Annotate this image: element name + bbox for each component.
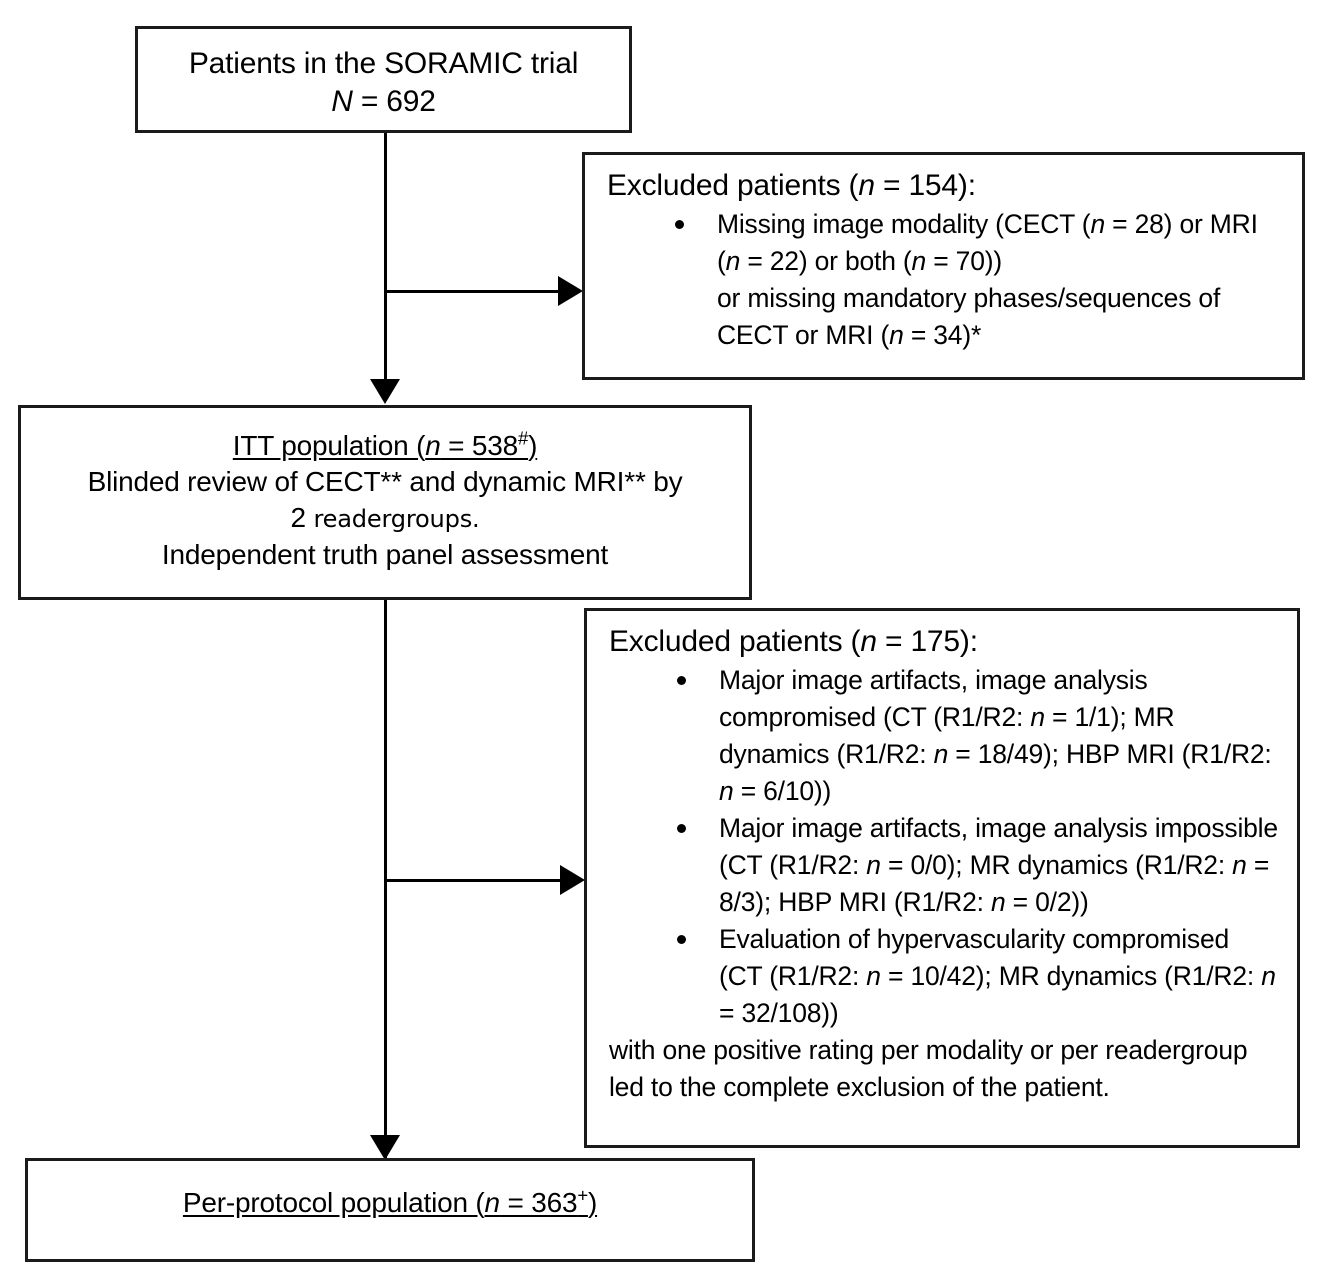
pp-tn: n <box>484 1187 501 1218</box>
list-item: Missing image modality (CECT (n = 28) or… <box>659 206 1284 354</box>
node-itt-line2: Blinded review of CECT** and dynamic MRI… <box>87 466 683 497</box>
b1-p0: Missing image modality (CECT ( <box>717 209 1091 239</box>
connector-enrolled-to-excluded1-line <box>385 290 560 293</box>
node-excluded2-heading-prefix: Excluded patients ( <box>609 625 861 658</box>
b1-p4: = 22) or both ( <box>740 246 912 276</box>
node-itt-box: ITT population (n = 538#) Blinded review… <box>18 405 752 600</box>
b1-p5: n <box>911 246 927 276</box>
node-excluded2-bullet1-text: Major image artifacts, image analysis co… <box>719 665 1272 806</box>
node-excluded2-footer: with one positive rating per modality or… <box>609 1035 1248 1102</box>
node-excluded1-heading: Excluded patients (n = 154): <box>607 167 1284 205</box>
node-excluded1-bullet1-line2: or missing mandatory phases/sequences of… <box>717 280 1284 354</box>
bullet-dot-icon <box>677 935 686 944</box>
b1-l2n: n <box>889 320 904 350</box>
node-perprotocol-title: Per-protocol population (n = 363+) <box>28 1185 752 1221</box>
itt-tn: n <box>425 430 441 461</box>
pp-tc: ) <box>587 1187 598 1218</box>
b1-l2s: = 34)* <box>903 320 982 350</box>
node-excluded2-box: Excluded patients (n = 175): Major image… <box>584 608 1300 1148</box>
node-excluded1-heading-n: n <box>858 169 875 202</box>
itt-l3num: 2 <box>290 502 314 533</box>
node-perprotocol-box: Per-protocol population (n = 363+) <box>25 1158 755 1262</box>
node-excluded2-heading: Excluded patients (n = 175): <box>609 623 1279 661</box>
connector-enrolled-to-itt-arrowhead <box>370 379 400 404</box>
node-enrolled-n-symbol: N <box>331 85 353 118</box>
b1-p1: n <box>1090 209 1105 239</box>
node-perprotocol-title-underlined: Per-protocol population (n = 363+) <box>182 1184 598 1218</box>
itt-tsup: # <box>518 427 529 449</box>
b1-l2: or missing mandatory phases/sequences of… <box>717 283 1221 350</box>
connector-itt-to-excluded2-arrowhead <box>560 865 585 895</box>
itt-l3alt: readergroups. <box>313 505 480 533</box>
connector-itt-to-perprotocol-arrowhead <box>370 1135 400 1160</box>
node-enrolled-line1: Patients in the SORAMIC trial <box>188 47 579 80</box>
node-itt-title: ITT population (n = 538#) <box>21 428 749 464</box>
node-excluded2-heading-suffix: = 175): <box>876 625 978 658</box>
node-enrolled-box: Patients in the SORAMIC trial N = 692 <box>135 26 632 133</box>
node-excluded1-heading-prefix: Excluded patients ( <box>607 169 859 202</box>
b1-p3: n <box>725 246 741 276</box>
list-item: Major image artifacts, image analysis co… <box>661 662 1279 810</box>
list-item: Major image artifacts, image analysis im… <box>661 810 1279 921</box>
node-itt-title-underlined: ITT population (n = 538#) <box>232 427 538 461</box>
itt-tc: ) <box>528 430 538 461</box>
node-excluded1-bullet1-text: Missing image modality (CECT (n = 28) or… <box>717 209 1258 276</box>
itt-tp: ITT population ( <box>232 430 426 461</box>
node-itt-line4: Independent truth panel assessment <box>161 539 609 570</box>
node-itt-line3: 2 readergroups. <box>21 500 749 537</box>
connector-enrolled-to-itt-line <box>384 133 387 381</box>
b1-p6: = 70)) <box>926 246 1003 276</box>
node-excluded2-bullet2-text: Major image artifacts, image analysis im… <box>719 813 1278 917</box>
node-excluded2-bullet-list: Major image artifacts, image analysis co… <box>609 662 1279 1032</box>
node-enrolled-n-value: = 692 <box>352 85 436 118</box>
node-excluded1-bullet-list: Missing image modality (CECT (n = 28) or… <box>607 206 1284 354</box>
itt-ts: = 538 <box>440 430 518 461</box>
pp-ts: = 363 <box>499 1187 578 1218</box>
b1-p2: = 28) or MRI ( <box>717 209 1258 276</box>
node-enrolled-count: N = 692 <box>138 83 629 121</box>
node-excluded1-heading-suffix: = 154): <box>874 169 976 202</box>
bullet-dot-icon <box>675 220 684 229</box>
pp-tsup: + <box>577 1184 588 1206</box>
list-item: Evaluation of hypervascularity compromis… <box>661 921 1279 1032</box>
bullet-dot-icon <box>677 676 686 685</box>
connector-itt-to-excluded2-line <box>385 879 562 882</box>
connector-enrolled-to-excluded1-arrowhead <box>558 276 583 306</box>
bullet-dot-icon <box>677 824 686 833</box>
node-excluded2-bullet3-text: Evaluation of hypervascularity compromis… <box>719 924 1276 1028</box>
node-excluded2-heading-n: n <box>860 625 877 658</box>
pp-tp: Per-protocol population ( <box>182 1187 485 1218</box>
node-excluded1-box: Excluded patients (n = 154): Missing ima… <box>582 152 1305 380</box>
